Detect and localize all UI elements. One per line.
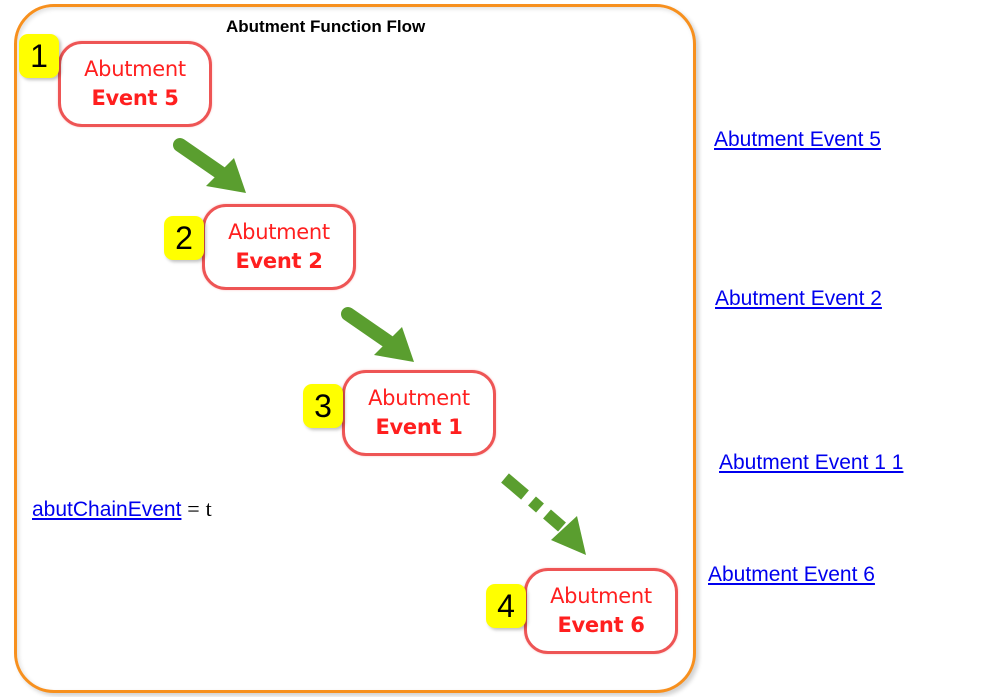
step-badge-1: 1	[19, 34, 59, 78]
step-badge-4: 4	[486, 584, 526, 628]
link-abutment-event-2[interactable]: Abutment Event 2	[715, 287, 882, 310]
step-badge-3: 3	[303, 384, 343, 428]
node-3-line2: Event 1	[375, 415, 463, 439]
node-3-line1: Abutment	[368, 386, 470, 410]
link-abutment-event-6[interactable]: Abutment Event 6	[708, 563, 875, 586]
step-badge-2: 2	[164, 216, 204, 260]
node-2-line1: Abutment	[228, 220, 330, 244]
link-abutment-event-5[interactable]: Abutment Event 5	[714, 128, 881, 151]
node-4-line1: Abutment	[550, 584, 652, 608]
node-2-line2: Event 2	[235, 249, 323, 273]
diagram-title: Abutment Function Flow	[226, 17, 426, 36]
flow-node-4: Abutment Event 6	[524, 568, 678, 654]
abut-chain-event-link[interactable]: abutChainEvent	[32, 498, 182, 521]
variable-operator: =	[187, 496, 200, 521]
node-4-line2: Event 6	[557, 613, 645, 637]
node-1-line1: Abutment	[84, 57, 186, 81]
flow-node-1: Abutment Event 5	[58, 41, 212, 127]
variable-assignment: abutChainEvent = t	[32, 496, 212, 522]
flow-node-3: Abutment Event 1	[342, 370, 496, 456]
node-1-line2: Event 5	[91, 86, 179, 110]
link-abutment-event-1-1[interactable]: Abutment Event 1 1	[719, 451, 904, 474]
variable-value: t	[205, 496, 212, 521]
flow-node-2: Abutment Event 2	[202, 204, 356, 290]
